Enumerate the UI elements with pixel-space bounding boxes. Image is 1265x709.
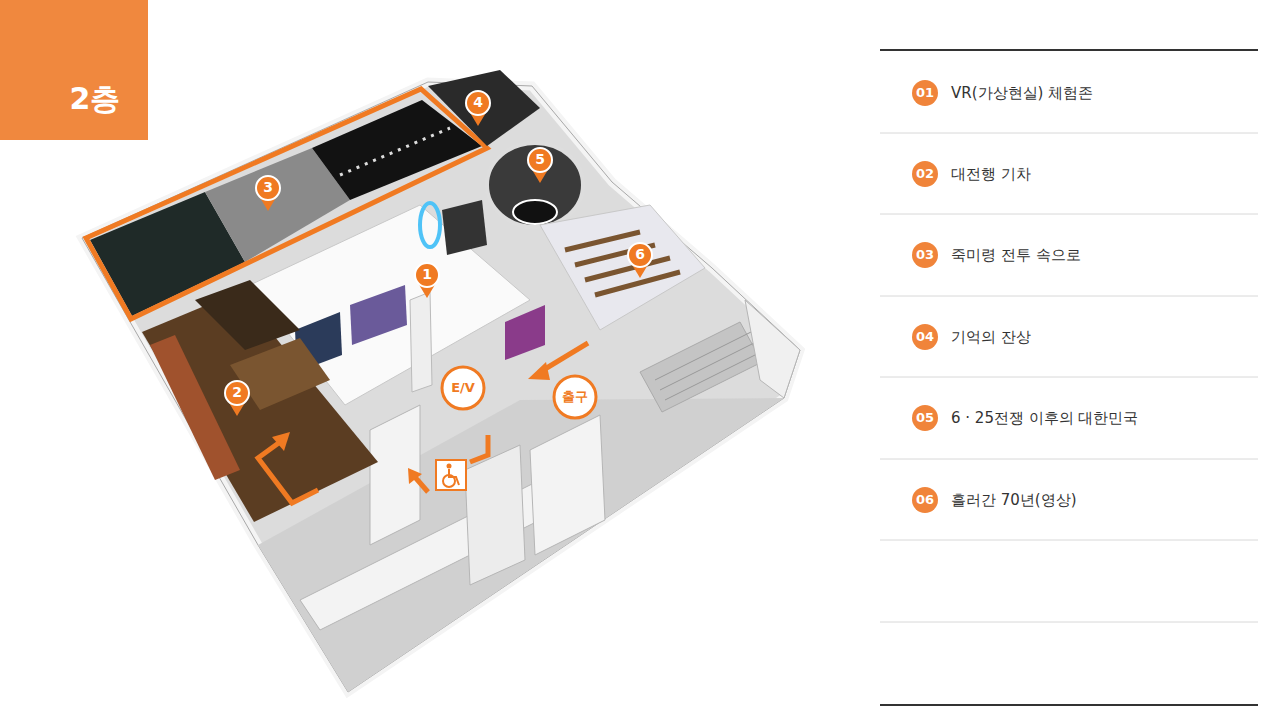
- callout-number: 5: [535, 152, 545, 167]
- exhibit-name: 6 · 25전쟁 이후의 대한민국: [951, 410, 1138, 427]
- pins: [225, 91, 652, 416]
- exhibit-name: 흘러간 70년(영상): [951, 492, 1077, 509]
- list-rules: [880, 50, 1258, 705]
- number-badge: [912, 405, 938, 431]
- list-rule: [880, 377, 1258, 378]
- memory-room: [428, 70, 540, 146]
- pin-head: [225, 381, 249, 405]
- vr-ring: [420, 203, 440, 247]
- screen: [350, 285, 407, 345]
- arrow-head: [272, 432, 290, 451]
- callout-number: 3: [263, 180, 273, 195]
- elevator-label: E/V: [451, 381, 475, 395]
- exhibit-name: VR(가상현실) 체험존: [951, 85, 1093, 102]
- stair-arrow: [258, 442, 318, 503]
- callout-number: 6: [635, 247, 645, 262]
- list-number: 02: [916, 167, 934, 181]
- column: [410, 292, 432, 392]
- highlight-band: [86, 89, 487, 319]
- ev-marker: [442, 367, 484, 409]
- number-badge: [912, 242, 938, 268]
- list-number: 05: [916, 411, 934, 425]
- number-badge: [912, 161, 938, 187]
- arrow-head: [528, 362, 550, 380]
- list-rule: [880, 540, 1258, 541]
- number-badge: [912, 324, 938, 350]
- title-panel: [0, 0, 148, 140]
- counter: [195, 280, 300, 350]
- arrow-head: [408, 468, 422, 484]
- building: [82, 70, 800, 692]
- sign-body: [449, 469, 459, 485]
- exhibit-name: 죽미령 전투 속으로: [951, 247, 1081, 264]
- theater-room: [540, 205, 705, 330]
- arrow-heads: [272, 362, 550, 484]
- round-room: [487, 143, 583, 227]
- list-rule: [880, 459, 1258, 460]
- list-number: 03: [916, 248, 934, 262]
- stair-steps: [655, 330, 765, 400]
- list-rule: [880, 49, 1258, 51]
- pin-head: [256, 176, 280, 200]
- number-badge: [912, 487, 938, 513]
- list-number: 06: [916, 493, 934, 507]
- sign-frame: [436, 460, 466, 490]
- callout-number: 2: [232, 385, 242, 400]
- exhibit-name: 기억의 잔상: [951, 329, 1031, 346]
- theater-seats: [565, 232, 680, 295]
- exit-marker: [554, 376, 596, 418]
- number-badge: [912, 80, 938, 106]
- ev-bracket: [470, 435, 488, 462]
- pin-head: [628, 243, 652, 267]
- pin-head: [415, 263, 439, 287]
- list-rule: [880, 622, 1258, 623]
- floor-title: 2층: [70, 82, 121, 115]
- wheelchair-sign: [436, 460, 466, 490]
- pin-head: [528, 148, 552, 172]
- pin-head: [466, 91, 490, 115]
- callout-number: 4: [473, 95, 483, 110]
- dark-room: [312, 100, 482, 200]
- wall: [465, 445, 525, 585]
- exhibit-name: 대전행 기차: [951, 166, 1031, 183]
- list-number: 01: [916, 86, 934, 100]
- list-badges: [912, 80, 938, 513]
- list-rule: [880, 214, 1258, 215]
- bench: [150, 335, 240, 480]
- screen: [505, 305, 545, 360]
- vr-machine: [442, 200, 487, 255]
- list-rule: [880, 296, 1258, 297]
- round-stage: [513, 200, 557, 224]
- list-rule: [880, 133, 1258, 134]
- sign-head: [447, 464, 452, 469]
- list-number: 04: [916, 330, 934, 344]
- outer-wall: [82, 82, 800, 692]
- callout-number: 1: [422, 267, 432, 282]
- wall: [530, 415, 605, 555]
- route-arrows: [258, 343, 588, 503]
- floor: [82, 82, 800, 692]
- list-rule: [880, 704, 1258, 706]
- wall: [745, 300, 800, 398]
- lights: [340, 128, 450, 175]
- exit-label: 출구: [562, 390, 588, 404]
